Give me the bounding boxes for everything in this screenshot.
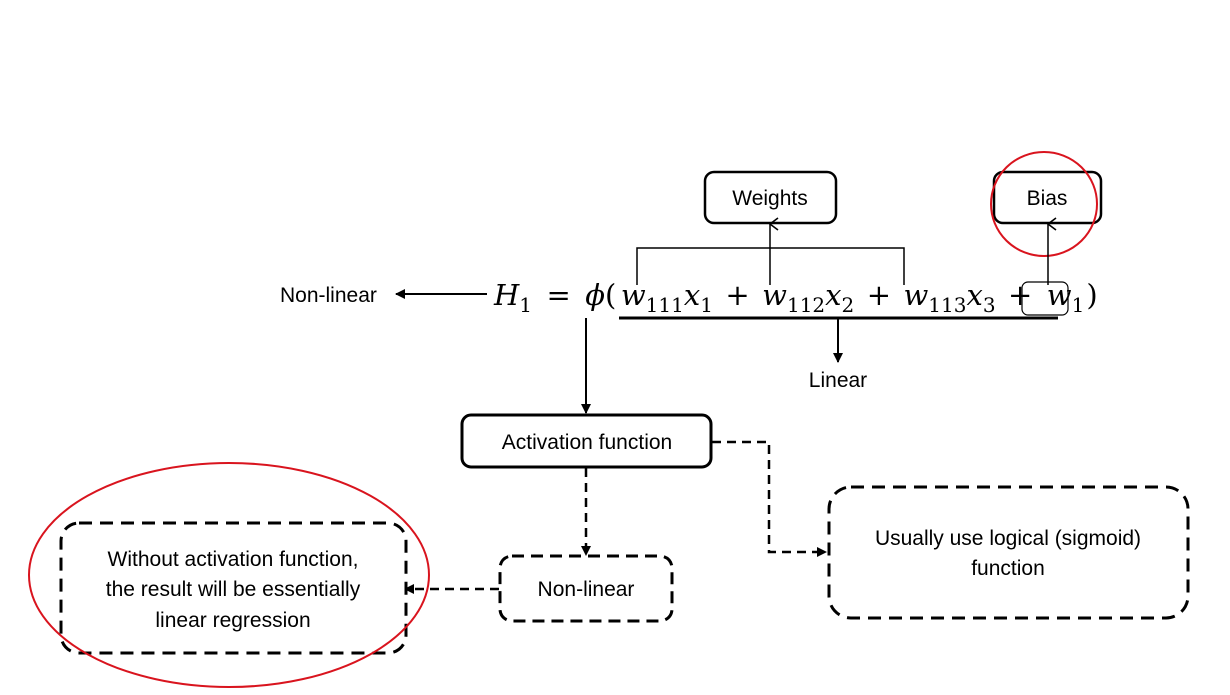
activation-label: Activation function bbox=[502, 431, 672, 454]
without-label-line1: Without activation function, bbox=[108, 548, 359, 571]
sigmoid-label-line2: function bbox=[971, 557, 1045, 580]
nonlinear-left-label: Non-linear bbox=[280, 284, 377, 307]
bias-term-box bbox=[1021, 281, 1069, 316]
bias-highlight-circle bbox=[990, 151, 1098, 257]
bias-node: Bias bbox=[992, 170, 1103, 225]
equation: H1 = ϕ( w111x1 + w112x2 + w113x3 + w1) bbox=[493, 278, 1098, 317]
sigmoid-node: Usually use logical (sigmoid) function bbox=[827, 485, 1190, 620]
sigmoid-label-line1: Usually use logical (sigmoid) bbox=[875, 527, 1141, 550]
without-label-line3: linear regression bbox=[155, 609, 310, 632]
nonlinear-box-label: Non-linear bbox=[538, 578, 635, 601]
weights-bracket bbox=[636, 224, 905, 285]
linear-label: Linear bbox=[809, 369, 867, 392]
nonlinear-node: Non-linear bbox=[498, 554, 674, 623]
without-activation-node: Without activation function, the result … bbox=[59, 521, 408, 655]
weights-label: Weights bbox=[732, 187, 807, 210]
equation-text: H1 = ϕ( w111x1 + w112x2 + w113x3 + w1) bbox=[493, 278, 1098, 317]
activation-to-sigmoid-arrow bbox=[712, 440, 827, 557]
without-highlight-ellipse bbox=[28, 462, 430, 688]
without-label-line2: the result will be essentially bbox=[106, 578, 361, 601]
activation-node: Activation function bbox=[460, 413, 713, 469]
weights-node: Weights bbox=[703, 170, 838, 225]
bias-label: Bias bbox=[1027, 187, 1068, 210]
